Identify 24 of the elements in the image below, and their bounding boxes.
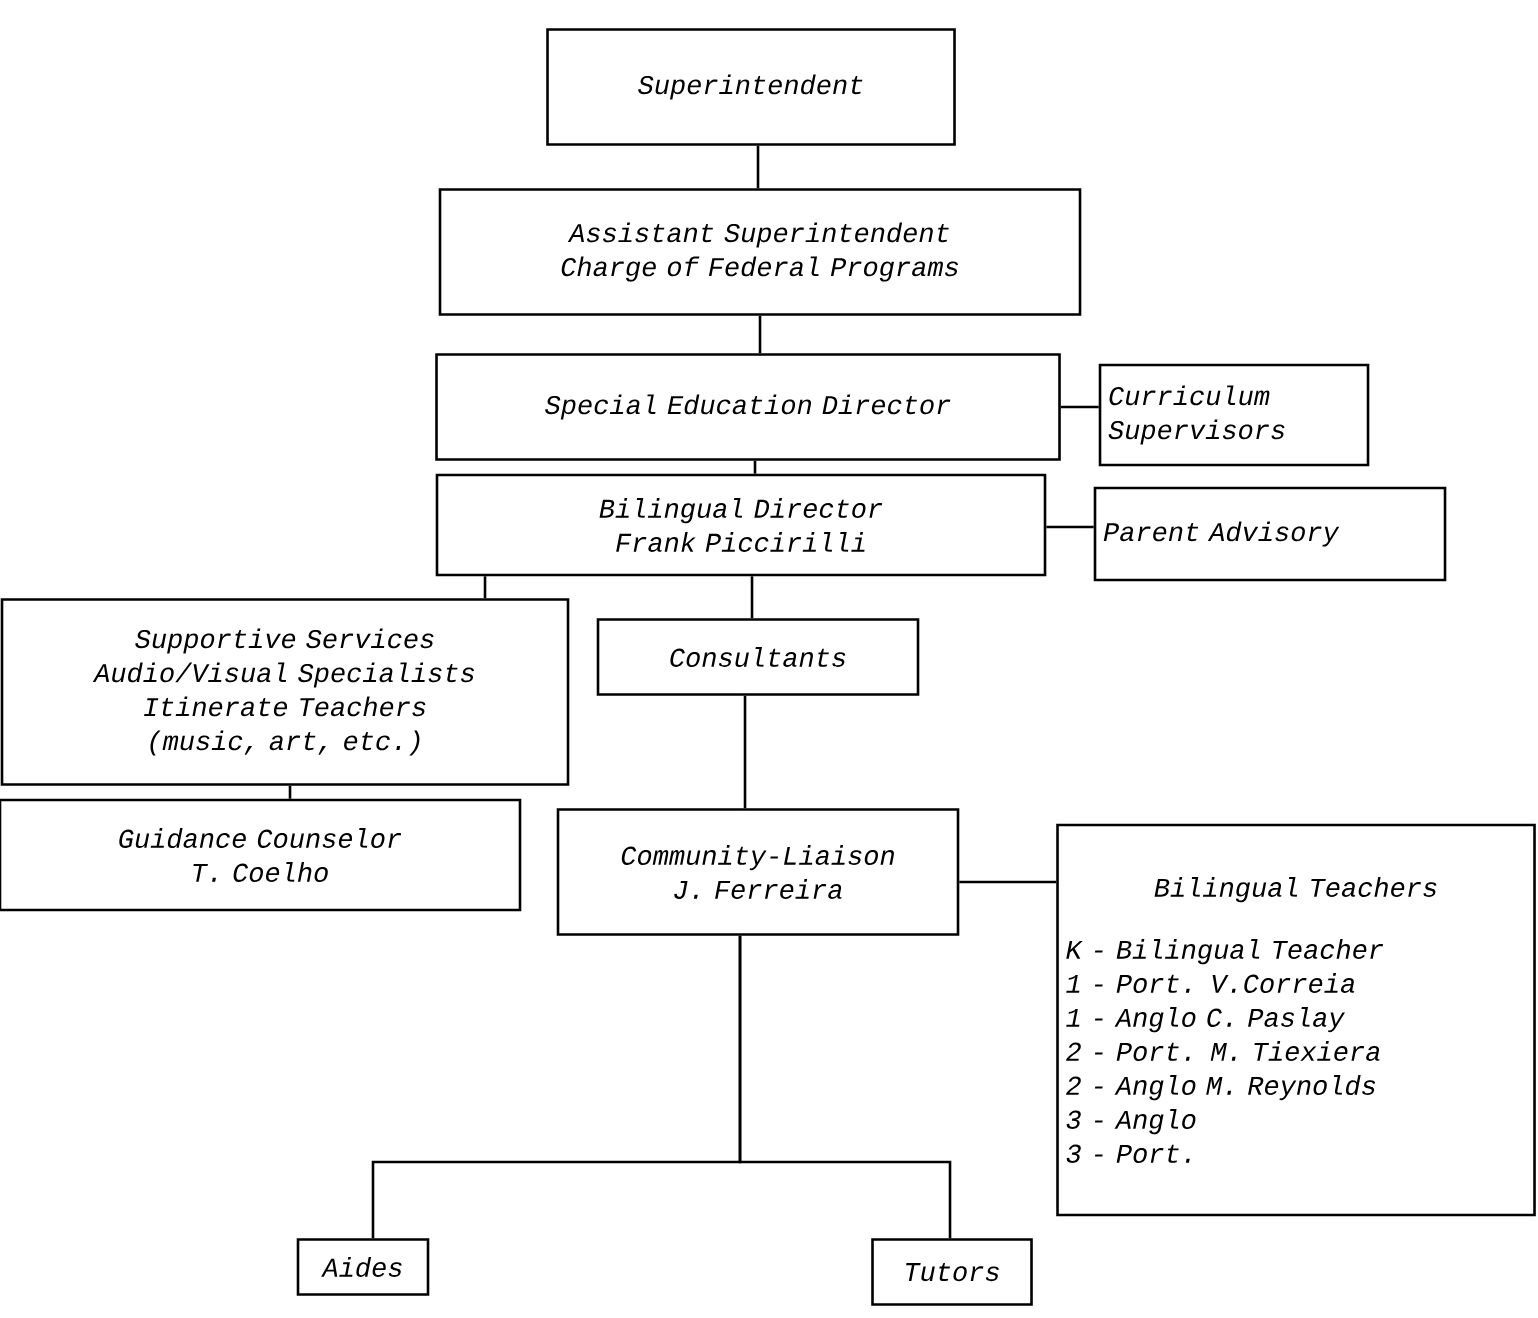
connector-line	[756, 145, 760, 189]
org-box: Guidance Counselor T. Coelho	[0, 798, 522, 912]
connector-line	[750, 576, 754, 619]
connector-line	[483, 576, 487, 599]
org-box: Bilingual Teachers K - Bilingual Teacher 1 - Port. V.Correia 1 - Anglo C. Paslay 2 - Port. M. Tiexiera 2 - Anglo M. Reynolds 3 - Anglo 3 - Port.	[1056, 823, 1536, 1217]
org-box: Tutors	[871, 1238, 1033, 1306]
connector-line	[959, 880, 1057, 884]
org-box: Community-Liaison J. Ferreira	[556, 808, 960, 936]
connector-line	[743, 695, 747, 809]
org-box: Bilingual Director Frank Piccirilli	[435, 473, 1047, 577]
org-box: Special Education Director	[435, 353, 1061, 461]
org-box: Superintendent	[546, 28, 956, 146]
connector-line	[1060, 405, 1099, 409]
connector-line	[738, 935, 952, 1239]
connector-line	[753, 460, 757, 474]
org-box: Assistant Superintendent Charge of Federal Programs	[438, 188, 1082, 316]
connector-line	[1046, 525, 1094, 529]
org-box: Supportive Services Audio/Visual Specialists Itinerate Teachers (music, art, etc.)	[0, 598, 570, 786]
org-box: Consultants	[596, 618, 920, 696]
connector-line	[758, 315, 762, 354]
connector-line	[288, 785, 292, 799]
org-box: Curriculum Supervisors	[1098, 363, 1370, 467]
org-box: Parent Advisory	[1093, 486, 1447, 582]
org-box: Aides	[296, 1238, 430, 1296]
